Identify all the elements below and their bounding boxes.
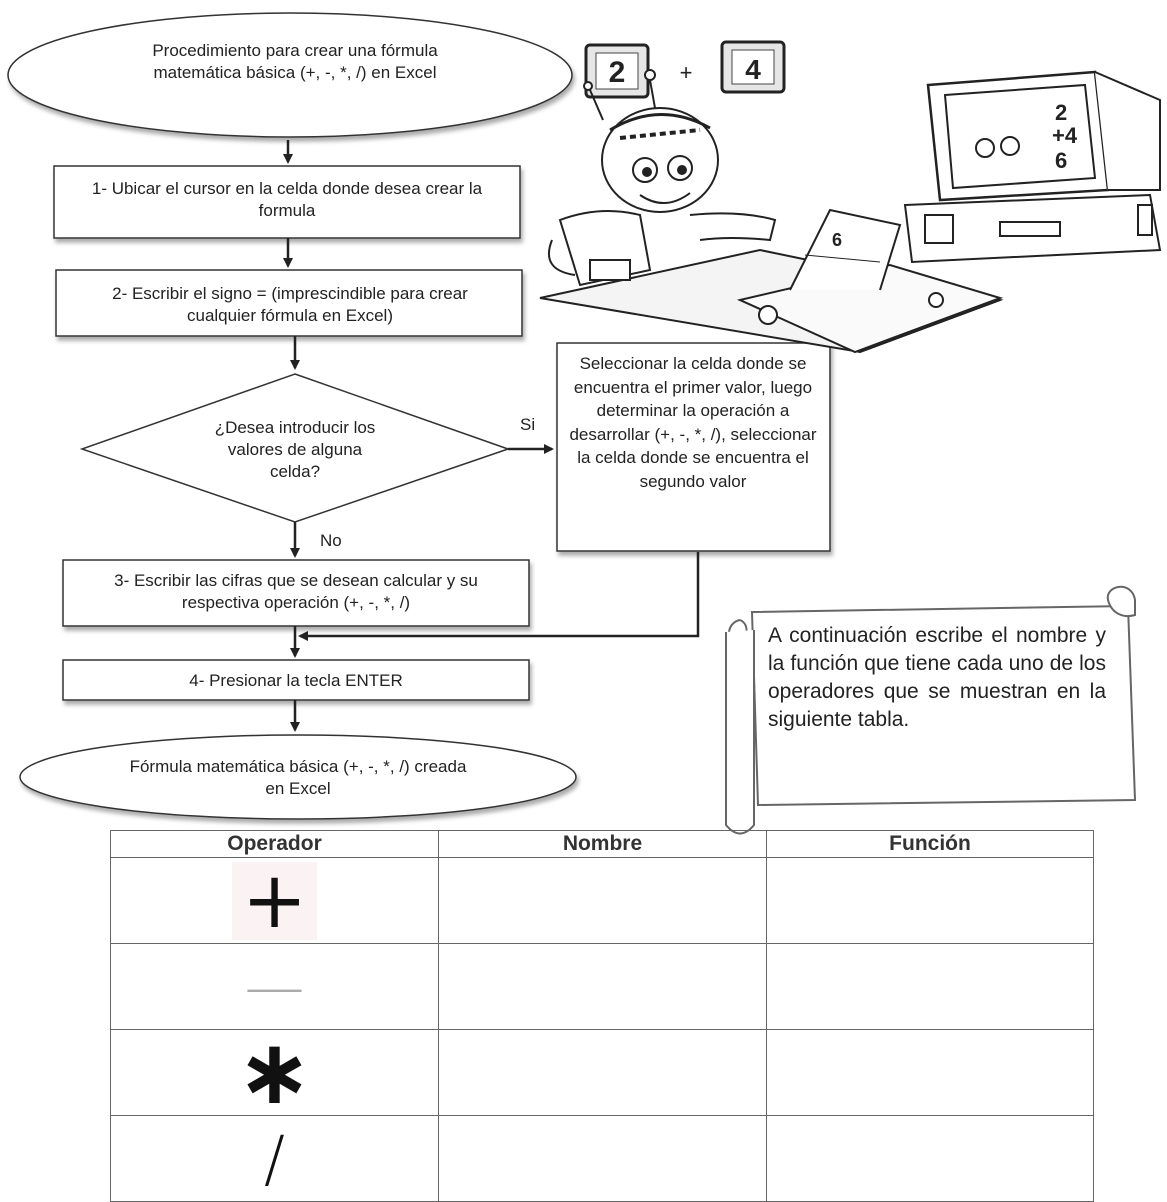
table-row: ∗ [110, 1019, 1094, 1125]
calculator-keys: 2 + 4 [584, 40, 786, 99]
table-row: — [110, 943, 1094, 1030]
key-4-label: 4 [745, 54, 761, 85]
yes-action-text: Seleccionar la celda donde se encuentra … [569, 354, 817, 491]
start-text: Procedimiento para crear una fórmula mat… [152, 41, 438, 82]
yes-label: Si [520, 415, 536, 434]
table-row: / [110, 1115, 1094, 1202]
instruction-text: A continuación escribe el nombre y la fu… [768, 624, 1106, 731]
step3-text: 3- Escribir las cifras que se desean cal… [114, 571, 478, 612]
header-funcion: Función [766, 830, 1094, 858]
minus-operator-icon: — [244, 951, 305, 1022]
svg-text:6: 6 [1055, 148, 1067, 173]
name-cell[interactable] [438, 1115, 767, 1202]
function-cell[interactable] [766, 943, 1094, 1030]
header-nombre: Nombre [438, 830, 767, 858]
plus-operator-icon: + [231, 861, 318, 940]
no-label: No [320, 531, 342, 550]
yes-action-box [556, 342, 831, 552]
step3-box [62, 559, 530, 627]
function-cell[interactable] [766, 857, 1094, 944]
step1-text: 1- Ubicar el cursor en la celda donde de… [91, 179, 483, 220]
instruction-scroll [725, 585, 1137, 835]
operator-cell: / [110, 1115, 439, 1202]
end-terminal [19, 734, 577, 820]
step1-box [53, 165, 521, 239]
operators-table: Operador Nombre Función + — ∗ / [110, 830, 1094, 1202]
start-terminal [7, 12, 573, 138]
decision-text: ¿Desea introducir los valores de alguna … [214, 418, 376, 481]
key-2-label: 2 [609, 56, 626, 89]
svg-text:+4: +4 [1052, 123, 1078, 148]
step4-text: 4- Presionar la tecla ENTER [189, 671, 403, 690]
end-text: Fórmula matemática básica (+, -, *, /) c… [129, 757, 467, 798]
table-header-row: Operador Nombre Función [110, 830, 1094, 858]
step2-text: 2- Escribir el signo = (imprescindible p… [112, 284, 468, 325]
divide-operator-icon: / [264, 1122, 285, 1195]
operator-cell: ∗ [110, 1019, 439, 1125]
name-cell[interactable] [438, 1029, 767, 1116]
function-cell[interactable] [766, 1115, 1094, 1202]
header-operador: Operador [110, 830, 439, 858]
function-cell[interactable] [766, 1029, 1094, 1116]
operator-cell: — [110, 943, 439, 1030]
multiply-operator-icon: ∗ [236, 1019, 313, 1125]
svg-text:6: 6 [832, 230, 842, 250]
table-row: + [110, 857, 1094, 944]
operator-cell: + [110, 857, 439, 944]
name-cell[interactable] [438, 857, 767, 944]
plus-label: + [680, 60, 693, 85]
step2-box [55, 269, 523, 337]
svg-text:2: 2 [1055, 100, 1067, 125]
name-cell[interactable] [438, 943, 767, 1030]
robot-illustration: 6 2 +4 6 [539, 69, 1162, 354]
